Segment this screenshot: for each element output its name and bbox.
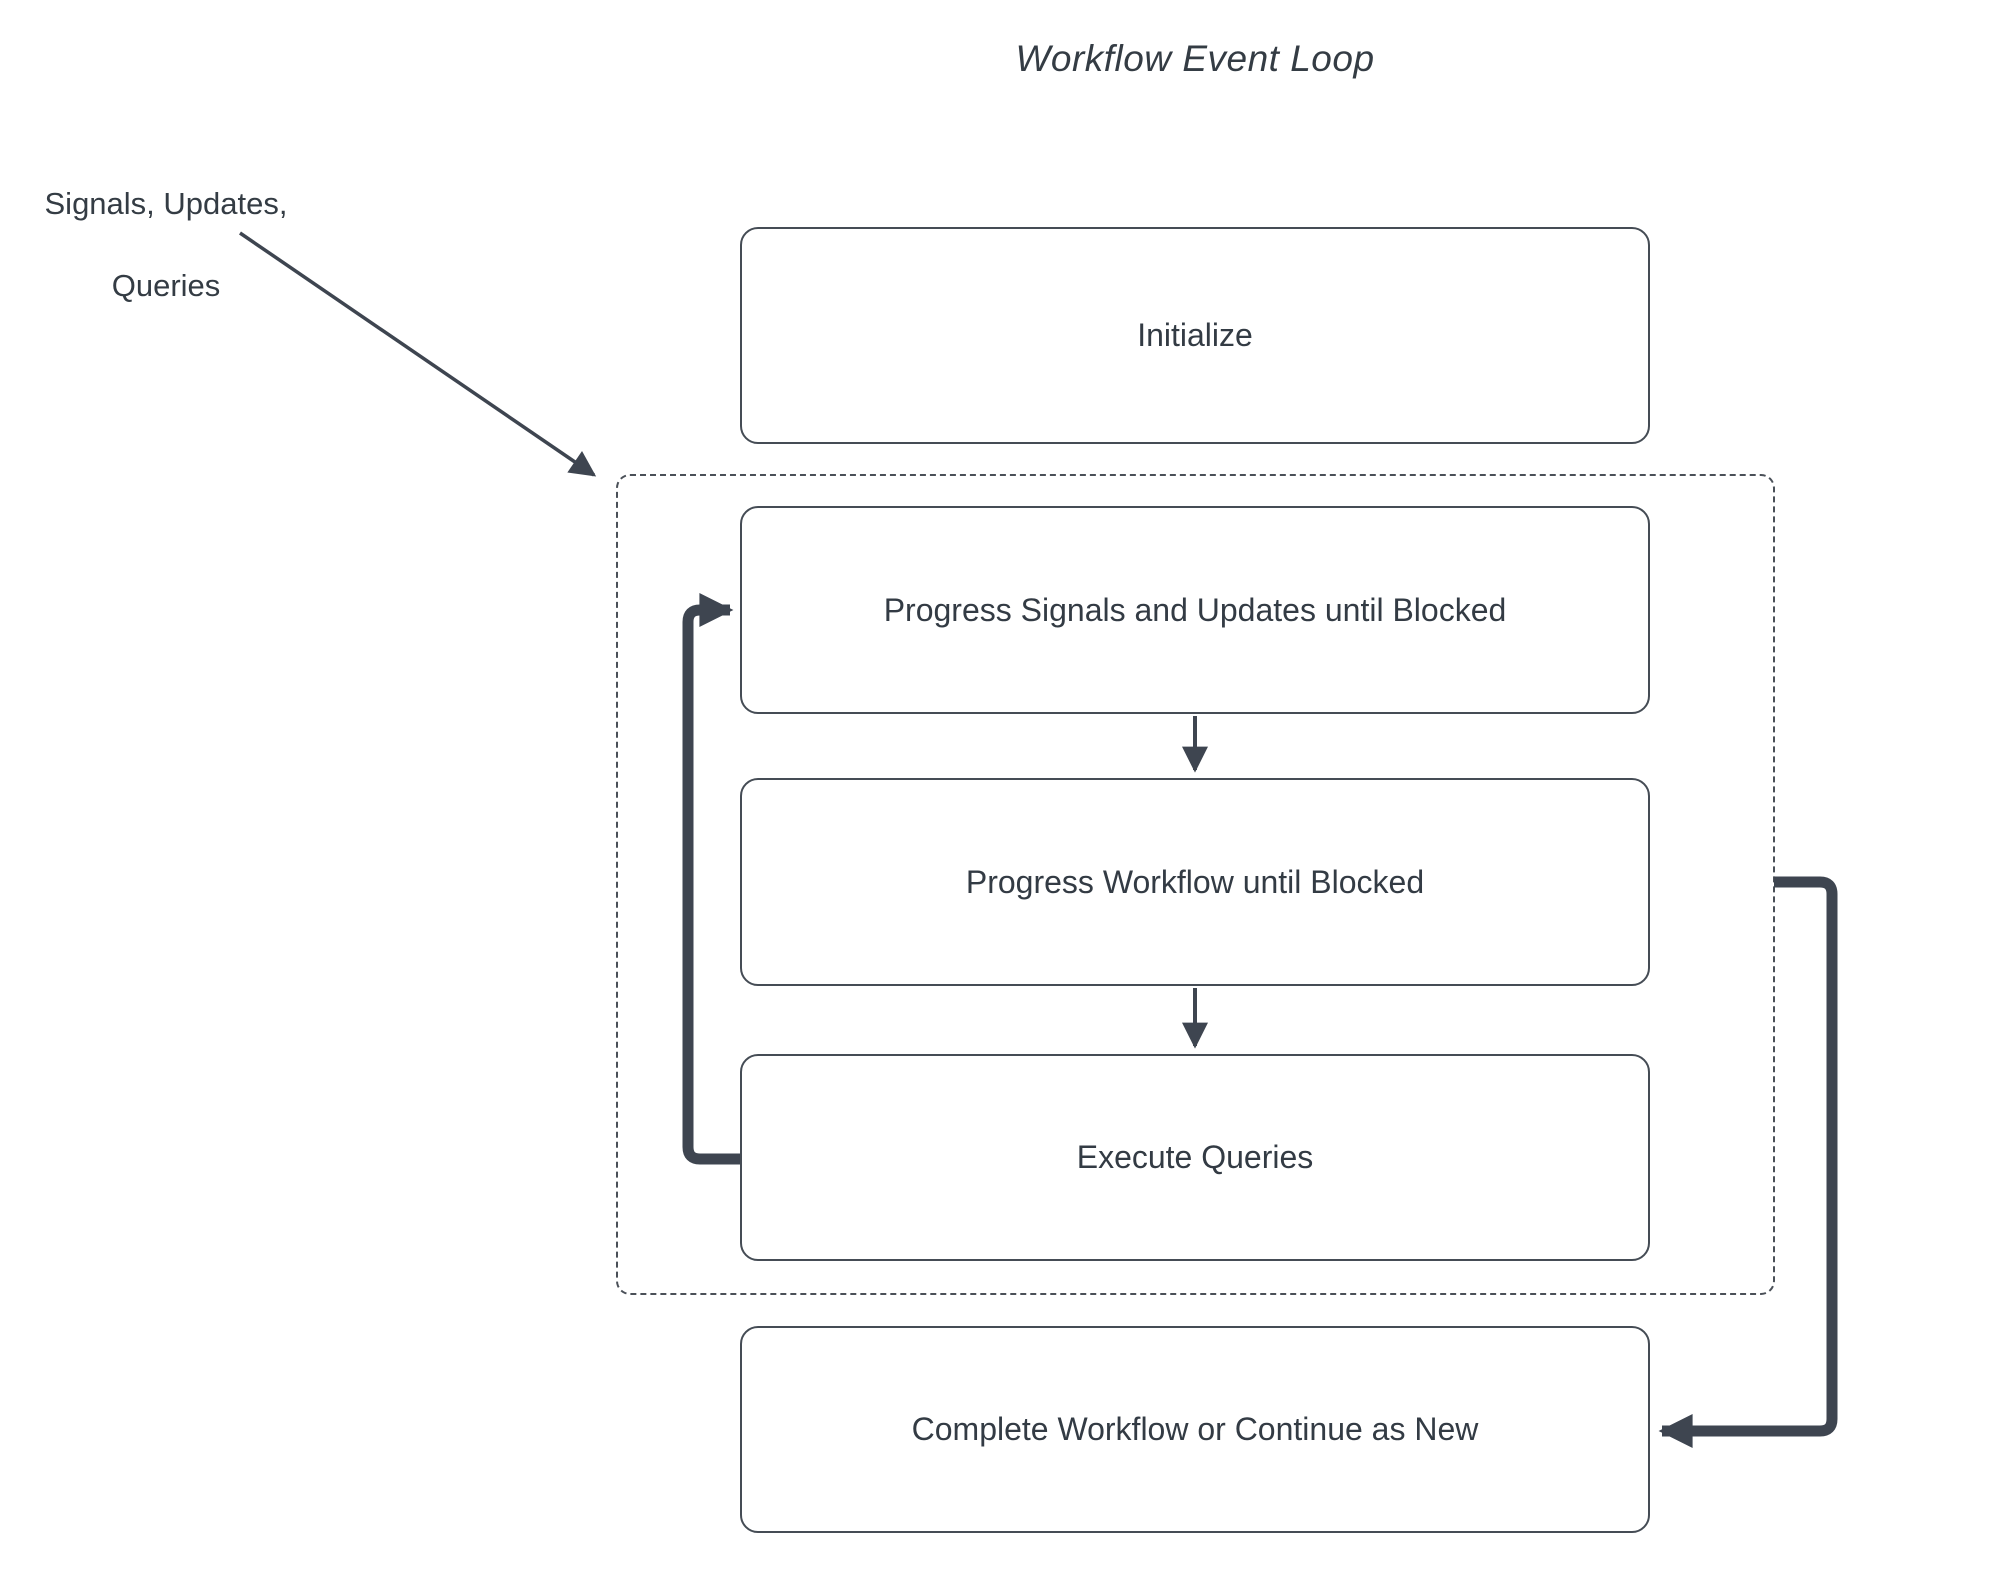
annotation-arrow [239,231,597,477]
loop-back-arrow-execute-queries-to-progress-signals [682,593,742,1165]
node-execute-queries: Execute Queries [740,1054,1650,1261]
node-progress-workflow: Progress Workflow until Blocked [740,778,1650,986]
node-progress-signals-and-updates: Progress Signals and Updates until Block… [740,506,1650,714]
node-initialize-label: Initialize [1137,317,1253,353]
node-progress-signals-label: Progress Signals and Updates until Block… [883,591,1507,628]
node-complete-workflow-label: Complete Workflow or Continue as New [911,1411,1479,1447]
annotation-line-2: Queries [111,268,221,303]
node-progress-workflow-label: Progress Workflow until Blocked [965,863,1425,900]
exit-arrow-loop-to-complete [1658,876,1838,1448]
annotation-line-1: Signals, Updates, [44,186,288,221]
node-initialize: Initialize [740,227,1650,444]
node-complete-workflow: Complete Workflow or Continue as New [740,1326,1650,1533]
diagram-title: Workflow Event Loop [1015,38,1375,79]
node-execute-queries-label: Execute Queries [1076,1139,1314,1175]
signals-updates-queries-label: Signals, Updates, Queries [28,142,304,306]
